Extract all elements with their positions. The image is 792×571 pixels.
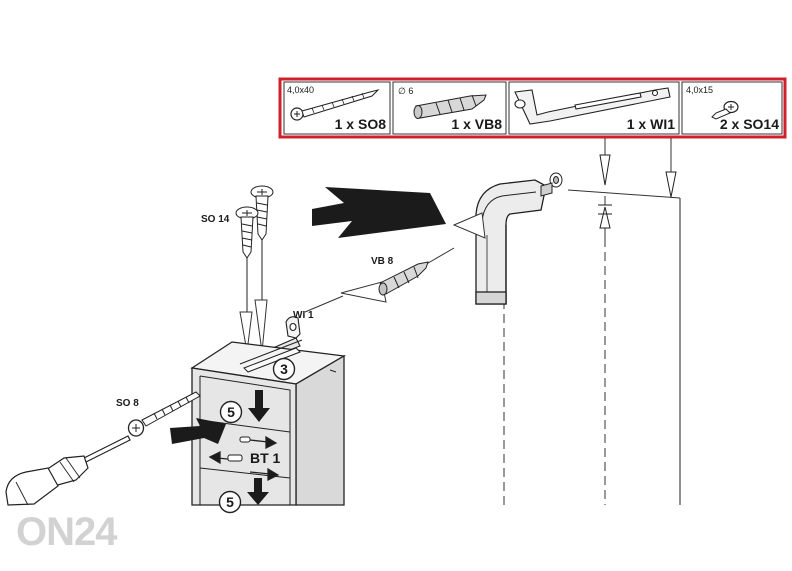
- part-cell-so8: [283, 81, 391, 135]
- part-qty-so14: 2 x SO14: [720, 116, 779, 132]
- long-screw-icon: [290, 89, 380, 121]
- part-cell-vb8: [392, 81, 507, 135]
- part-dim-so8: 4,0x40: [287, 85, 314, 95]
- step-3-marker: 3: [272, 357, 296, 381]
- shelf-pin-arrows: [208, 435, 280, 482]
- label-so8: SO 8: [116, 398, 139, 409]
- wall-bracket: [475, 179, 553, 305]
- part-cell-wi1: [508, 81, 680, 135]
- shelf-down-arrows: [247, 390, 270, 505]
- step-5a-marker: 5: [219, 400, 243, 424]
- label-wi1: WI 1: [293, 310, 314, 321]
- insertion-guides: [304, 212, 486, 313]
- shelf-pins: [227, 436, 251, 462]
- label-vb8: VB 8: [371, 256, 394, 267]
- step-3-number: 3: [280, 361, 288, 377]
- part-qty-wi1: 1 x WI1: [627, 116, 675, 132]
- angle-bracket-icon: [514, 87, 671, 125]
- wall-plug-vb8: [378, 261, 429, 296]
- wall-hole: [549, 172, 563, 188]
- part-qty-so8: 1 x SO8: [335, 116, 387, 132]
- move-direction-arrow: [312, 187, 446, 238]
- label-bt1: BT 1: [250, 450, 281, 466]
- step-5b-number: 5: [226, 494, 234, 510]
- screws-so14: [235, 185, 274, 312]
- screw-so8: [127, 391, 201, 437]
- watermark-logo: ON24: [16, 510, 118, 554]
- step-5a-number: 5: [227, 404, 235, 420]
- insert-direction-arrow: [170, 418, 226, 444]
- part-cell-so14: [681, 81, 783, 135]
- alignment-arrows: [598, 154, 677, 229]
- part-dim-vb8: ∅ 6: [398, 86, 413, 96]
- part-dim-so14: 4,0x15: [686, 85, 713, 95]
- part-qty-vb8: 1 x VB8: [451, 116, 502, 132]
- short-screw-icon: [711, 100, 739, 120]
- wall-plug-icon: [413, 94, 487, 119]
- so14-guide-cones: [239, 299, 268, 353]
- screwdriver: [5, 435, 131, 506]
- parts-list: 4,0x40 ∅ 6 4,0x15 1 x SO8 1 x VB8 1 x WI…: [278, 77, 787, 139]
- label-so14: SO 14: [201, 214, 230, 225]
- step-5b-marker: 5: [218, 490, 242, 514]
